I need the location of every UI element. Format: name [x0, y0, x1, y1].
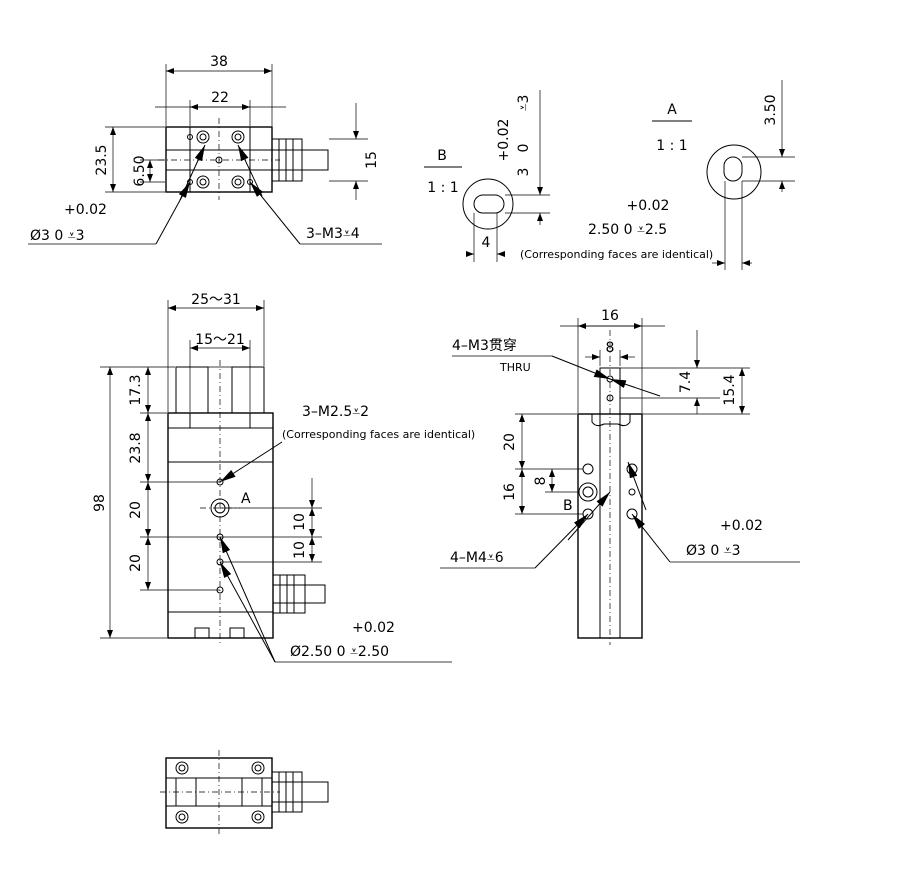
detail-b-tol-zero: 0: [516, 144, 532, 153]
side-dim-r1: 7.4: [678, 371, 694, 393]
side-dim-l2: 16: [502, 483, 518, 501]
detail-b-tol-plus: +0.02: [496, 119, 512, 162]
side-pin-tol: +0.02: [720, 518, 763, 534]
top-dim-hole-pitch: 6.50: [132, 155, 148, 186]
front-view-body: [167, 412, 274, 639]
side-dim-r2: 15.4: [722, 374, 738, 405]
detail-a-note: (Corresponding faces are identical): [520, 248, 713, 261]
detail-a-dim-height: 3.50: [763, 94, 779, 125]
bottom-view-connector: [271, 771, 329, 813]
front-dim-low: 20: [128, 554, 144, 572]
detail-a-tol: +0.02: [627, 198, 670, 214]
front-view-connector: [272, 574, 326, 614]
detail-b-label: B: [437, 148, 447, 164]
front-dim-stroke-inner: 15～21: [195, 332, 245, 348]
front-view-holes: [210, 478, 230, 594]
front-label-a: A: [241, 491, 251, 507]
top-view-connector: [271, 138, 329, 182]
side-label-b: B: [563, 498, 573, 514]
front-note: (Corresponding faces are identical): [282, 428, 475, 441]
top-dim-height: 23.5: [94, 144, 110, 175]
side-dim-l3: 8: [533, 477, 549, 486]
front-dim-stroke-outer: 25～31: [191, 292, 241, 308]
side-view-jaw-base: [591, 414, 631, 427]
front-pin-callout: Ø2.50 0 ⩡2.50: [290, 644, 389, 660]
detail-a-slot: [723, 156, 743, 182]
detail-b-slot: [473, 194, 505, 214]
detail-b-dim-width: 4: [482, 235, 491, 251]
detail-b-depth: ⩡3: [516, 95, 532, 112]
side-thread-top: 4–M3贯穿: [452, 338, 517, 354]
front-dim-mid: 20: [128, 501, 144, 519]
side-dim-inner: 8: [606, 340, 615, 356]
top-thread-callout: 3–M3⩡4: [306, 226, 360, 242]
detail-a: A 1 : 1 3.50 +0.02 2.50 0 ⩡2.5 (Correspo…: [520, 80, 795, 270]
front-thread-callout: 3–M2.5⩡2: [302, 404, 369, 420]
front-dim-top: 17.3: [128, 374, 144, 405]
detail-a-scale: 1 : 1: [656, 138, 687, 154]
detail-a-circle: [706, 144, 762, 200]
front-dim-total: 98: [92, 494, 108, 512]
side-thread-top-en: THRU: [499, 361, 531, 374]
front-dim-upper: 23.8: [128, 432, 144, 463]
side-dim-l1: 20: [502, 433, 518, 451]
top-view-holes: [187, 130, 253, 189]
detail-b-circle: [462, 178, 514, 230]
front-dim-r1: 10: [292, 513, 308, 531]
top-dim-width: 38: [210, 54, 228, 70]
top-dim-right: 15: [364, 151, 380, 169]
detail-a-slot-callout: 2.50 0 ⩡2.5: [588, 222, 667, 238]
top-view: 38 22 23.5 6.50 15 +0.02 Ø3 0 ⩡3 3–M3⩡4: [28, 54, 382, 245]
detail-a-label: A: [667, 102, 677, 118]
top-dim-inner: 22: [211, 90, 229, 106]
detail-b: B 1 : 1 4 +0.02 0 3 ⩡3: [424, 90, 550, 262]
side-dim-width: 16: [601, 308, 619, 324]
front-pin-tol: +0.02: [352, 620, 395, 636]
side-view-holes: [578, 375, 638, 520]
side-view: 16 8 7.4 15.4 20 16 8 4–M3贯穿 THRU B: [440, 308, 800, 645]
front-view: 25～31 15～21 98 17.3 23.8 20 20 10 10 3–M…: [92, 292, 475, 663]
side-thread-side: 4–M4⩡6: [450, 550, 504, 566]
detail-b-dim-slot: 3: [516, 168, 532, 177]
bottom-view-holes: [175, 761, 265, 824]
front-dim-r2: 10: [292, 541, 308, 559]
top-pin-callout: Ø3 0 ⩡3: [30, 228, 85, 244]
detail-b-scale: 1 : 1: [427, 180, 458, 196]
bottom-view: [160, 750, 329, 835]
side-pin-callout: Ø3 0 ⩡3: [686, 543, 741, 559]
top-pin-tol: +0.02: [64, 202, 107, 218]
